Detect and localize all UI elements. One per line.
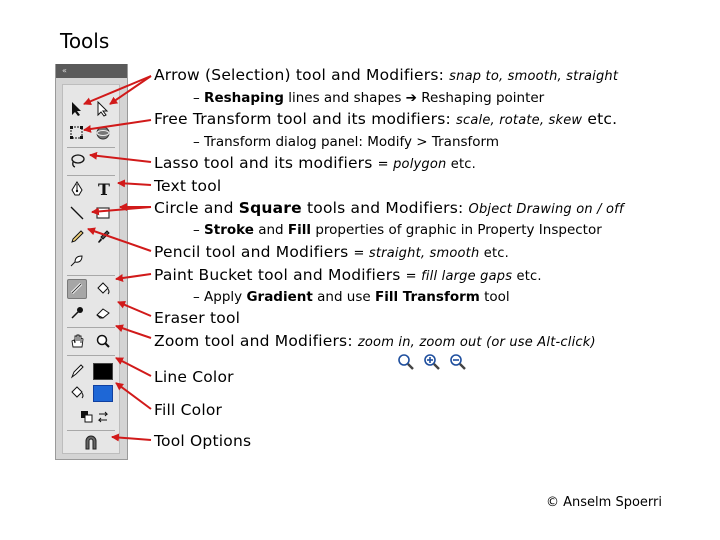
3d-rotation-tool-icon[interactable]: [93, 123, 113, 143]
default-colors-icon[interactable]: [77, 407, 97, 427]
line-tool-icon[interactable]: [67, 203, 87, 223]
subselection-tool-icon[interactable]: [93, 99, 113, 119]
arrow-subline: – Reshaping lines and shapes ➔ Reshaping…: [193, 90, 545, 106]
stroke-color-icon: [67, 361, 87, 381]
circle-square-line: Circle and Square tools and Modifiers: O…: [154, 199, 624, 217]
free-transform-line: Free Transform tool and its modifiers: s…: [154, 110, 618, 128]
zoom-icon: [398, 354, 414, 370]
eyedropper-tool-icon[interactable]: [67, 303, 87, 323]
text-line: Text tool: [154, 177, 222, 195]
page-title: Tools: [60, 29, 110, 53]
free-transform-subline: – Transform dialog panel: Modify > Trans…: [193, 134, 500, 150]
line-color-label: Line Color: [154, 368, 234, 386]
stroke-color-swatch[interactable]: [93, 363, 113, 380]
tools-grid: T: [62, 84, 120, 454]
zoom-in-icon: [424, 354, 440, 370]
eraser-tool-icon[interactable]: [93, 303, 113, 323]
pen-tool-icon[interactable]: [67, 179, 87, 199]
svg-text:T: T: [98, 181, 110, 197]
free-transform-tool-icon[interactable]: [67, 123, 87, 143]
text-tool-icon[interactable]: T: [93, 179, 113, 199]
stroke-fill-subline: – Stroke and Fill properties of graphic …: [193, 222, 602, 238]
fill-color-icon: [67, 383, 87, 403]
right-arrow-icon: ➔: [405, 90, 417, 106]
pencil-line: Pencil tool and Modifiers = straight, sm…: [154, 243, 509, 261]
panel-header[interactable]: «: [56, 64, 127, 78]
bone-tool-icon[interactable]: [67, 279, 87, 299]
deco-tool-icon[interactable]: [67, 251, 87, 271]
arrow-line: Arrow (Selection) tool and Modifiers: sn…: [154, 66, 619, 84]
selection-tool-icon[interactable]: [67, 99, 87, 119]
fill-color-label: Fill Color: [154, 401, 223, 419]
eraser-line: Eraser tool: [154, 309, 241, 327]
copyright: © Anselm Spoerri: [546, 495, 662, 510]
zoom-modifier-icons: [397, 353, 467, 371]
lasso-line: Lasso tool and its modifiers = polygon e…: [154, 154, 476, 172]
gradient-subline: – Apply Gradient and use Fill Transform …: [193, 289, 510, 305]
zoom-tool-icon[interactable]: [93, 331, 113, 351]
tools-panel: « T: [55, 64, 128, 460]
collapse-icon[interactable]: «: [62, 66, 67, 75]
lasso-tool-icon[interactable]: [67, 151, 87, 171]
swap-colors-icon[interactable]: [93, 407, 113, 427]
pencil-tool-icon[interactable]: [67, 227, 87, 247]
fill-color-swatch[interactable]: [93, 385, 113, 402]
zoom-out-icon: [450, 354, 466, 370]
snap-to-objects-icon[interactable]: [80, 433, 102, 453]
paint-bucket-tool-icon[interactable]: [93, 279, 113, 299]
zoom-line: Zoom tool and Modifiers: zoom in, zoom o…: [154, 332, 596, 350]
tool-options-label: Tool Options: [154, 432, 252, 450]
paint-bucket-line: Paint Bucket tool and Modifiers = fill l…: [154, 266, 542, 284]
hand-tool-icon[interactable]: [67, 331, 87, 351]
